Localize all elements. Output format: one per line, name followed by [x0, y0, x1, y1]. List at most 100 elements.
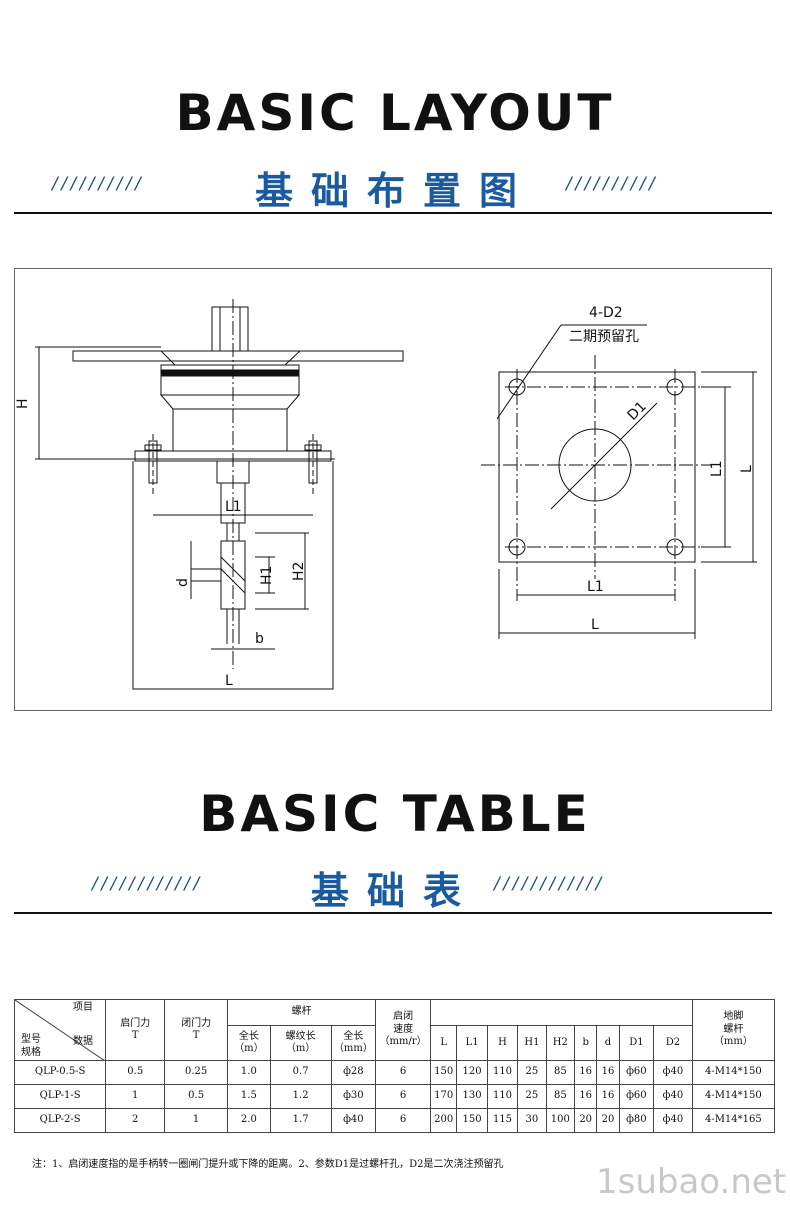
corner-model-label: 型号 规格: [21, 1034, 41, 1058]
layout-subtitle-row: ////////// 基础布置图 //////////: [0, 160, 790, 213]
header-dim-h1: H1: [517, 1025, 547, 1061]
header-dimensions-group: [429, 999, 693, 1026]
cell-screw-full-length: 2.0: [227, 1108, 271, 1133]
cell-h2: 85: [545, 1084, 576, 1109]
cell-anchor: 4-M14*150: [691, 1084, 776, 1109]
cell-h1: 25: [517, 1060, 547, 1085]
table-row: QLP-2-S 2 1 2.0 1.7 ф40 6 200 150 115 30…: [13, 1108, 776, 1133]
cell-h1: 25: [517, 1084, 547, 1109]
dim-h2-label: H2: [291, 562, 307, 581]
cell-d2: ф40: [653, 1108, 693, 1133]
header-dim-d1: D1: [618, 1025, 655, 1061]
cell-d: 16: [596, 1060, 620, 1085]
dim-l1-label-side: L1: [225, 499, 242, 515]
header-screw-full-length: 全长 （m）: [227, 1025, 271, 1061]
cell-l: 170: [429, 1084, 458, 1109]
header-dim-d2: D2: [653, 1025, 693, 1061]
header-dim-d: d: [596, 1025, 620, 1061]
cell-l: 200: [429, 1108, 458, 1133]
header-dim-l: L: [429, 1025, 458, 1061]
header-dim-l1: L1: [456, 1025, 488, 1061]
cell-anchor: 4-M14*165: [691, 1108, 776, 1133]
cell-open-force: 0.5: [105, 1060, 166, 1085]
table-divider: [14, 912, 772, 914]
cell-d1: ф60: [618, 1060, 655, 1085]
cell-model: QLP-0.5-S: [13, 1060, 107, 1085]
header-dim-h2: H2: [545, 1025, 576, 1061]
watermark: 1subao.net: [596, 1162, 787, 1202]
dim-l-label-plan-right: L: [739, 465, 755, 473]
cell-d: 20: [596, 1108, 620, 1133]
cell-b: 16: [574, 1060, 598, 1085]
cell-screw-full-length: 1.5: [227, 1084, 271, 1109]
table-title: BASIC TABLE: [199, 785, 591, 843]
corner-data-label: 数据: [73, 1036, 93, 1047]
header-corner-cell: 项目 数据 型号 规格: [13, 999, 107, 1061]
dim-l-label-side: L: [225, 673, 233, 689]
cell-close-force: 0.5: [164, 1084, 229, 1109]
dim-d-label: d: [175, 578, 191, 587]
cell-l1: 150: [456, 1108, 488, 1133]
cell-speed: 6: [375, 1108, 431, 1133]
layout-title: BASIC LAYOUT: [175, 84, 615, 142]
cell-open-force: 2: [105, 1108, 166, 1133]
header-close-force: 闭门力 T: [164, 999, 229, 1061]
table-row: QLP-1-S 1 0.5 1.5 1.2 ф30 6 170 130 110 …: [13, 1084, 776, 1109]
dim-d1-label: D1: [625, 399, 650, 424]
label-4-d2: 4-D2: [589, 305, 623, 321]
cell-screw-thread-length: 1.2: [269, 1084, 332, 1109]
cell-screw-thread-length: 1.7: [269, 1108, 332, 1133]
left-slash-decoration: //////////: [52, 174, 145, 194]
corner-diagonal: [15, 1000, 105, 1061]
foundation-plan-view: [481, 324, 757, 639]
corner-item-label: 项目: [73, 1002, 93, 1013]
dim-l1-label-plan-bottom: L1: [587, 579, 604, 595]
header-dim-b: b: [574, 1025, 598, 1061]
dim-h-label: H: [15, 398, 31, 409]
cell-screw-diameter: ф28: [330, 1060, 377, 1085]
footnote: 注：1、启闭速度指的是手柄转一圈闸门提升或下降的距离。2、参数D1是过螺杆孔，D…: [32, 1159, 504, 1170]
header-screw: 螺杆: [227, 999, 377, 1026]
layout-drawing-frame: H L1 d H1 H2 b L 4-D2 二期预留孔 D1 L1 L L1 L: [14, 268, 772, 711]
cell-speed: 6: [375, 1084, 431, 1109]
cell-h2: 85: [545, 1060, 576, 1085]
cell-screw-thread-length: 0.7: [269, 1060, 332, 1085]
header-speed: 启闭 速度 （mm/r）: [375, 999, 431, 1061]
cell-b: 16: [574, 1084, 598, 1109]
table-row: QLP-0.5-S 0.5 0.25 1.0 0.7 ф28 6 150 120…: [13, 1060, 776, 1085]
hoist-side-view: [35, 299, 404, 690]
cell-d2: ф40: [653, 1084, 693, 1109]
cell-l1: 120: [456, 1060, 488, 1085]
cell-screw-diameter: ф40: [330, 1108, 377, 1133]
basic-data-table: 项目 数据 型号 规格 启门力 T 闭门力 T 螺杆 启闭 速度 （mm/r） …: [13, 999, 776, 1133]
right-slash-decoration: //////////: [566, 174, 659, 194]
left-slash-decoration: ////////////: [92, 874, 203, 894]
cell-screw-full-length: 1.0: [227, 1060, 271, 1085]
cell-anchor: 4-M14*150: [691, 1060, 776, 1085]
label-reserved-hole: 二期预留孔: [569, 329, 639, 345]
cell-d2: ф40: [653, 1060, 693, 1085]
layout-drawing: H L1 d H1 H2 b L 4-D2 二期预留孔 D1 L1 L L1 L: [15, 299, 757, 690]
layout-divider: [14, 212, 772, 214]
cell-close-force: 1: [164, 1108, 229, 1133]
header-screw-diameter: 全长 （mm）: [330, 1025, 377, 1061]
cell-close-force: 0.25: [164, 1060, 229, 1085]
header-open-force: 启门力 T: [105, 999, 166, 1061]
cell-h2: 100: [545, 1108, 576, 1133]
cell-l1: 130: [456, 1084, 488, 1109]
cell-d1: ф80: [618, 1108, 655, 1133]
cell-screw-diameter: ф30: [330, 1084, 377, 1109]
cell-d1: ф60: [618, 1084, 655, 1109]
dim-l1-label-plan-right: L1: [709, 460, 725, 477]
cell-b: 20: [574, 1108, 598, 1133]
cell-model: QLP-1-S: [13, 1084, 107, 1109]
dim-h1-label: H1: [259, 566, 275, 585]
cell-h: 110: [486, 1060, 519, 1085]
cell-d: 16: [596, 1084, 620, 1109]
header-anchor-bolt: 地脚 螺杆 （mm）: [691, 999, 776, 1061]
dim-b-label: b: [255, 631, 264, 647]
cell-model: QLP-2-S: [13, 1108, 107, 1133]
table-subtitle: 基础表: [310, 869, 479, 913]
layout-subtitle: 基础布置图: [254, 169, 535, 213]
cell-h1: 30: [517, 1108, 547, 1133]
